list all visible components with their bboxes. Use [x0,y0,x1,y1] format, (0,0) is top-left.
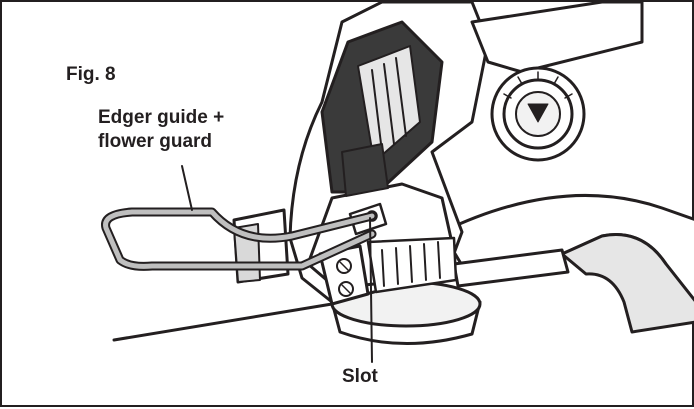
edger-guide-callout-line1: Edger guide + [98,107,225,128]
housing-belly-dark [341,143,389,197]
edger-guide-callout: Edger guide + flower guard [98,106,224,154]
edger-guide-callout-line2: flower guard [98,131,213,152]
slot-callout: Slot [342,366,378,387]
edger-leader-line [181,165,193,211]
shaft-tube [470,2,644,74]
figure-number-label: Fig. 8 [66,64,116,85]
guard-rim [560,233,694,334]
knob-arrow [527,103,549,123]
slot-leader-line [369,217,373,363]
cutting-line [112,302,334,342]
